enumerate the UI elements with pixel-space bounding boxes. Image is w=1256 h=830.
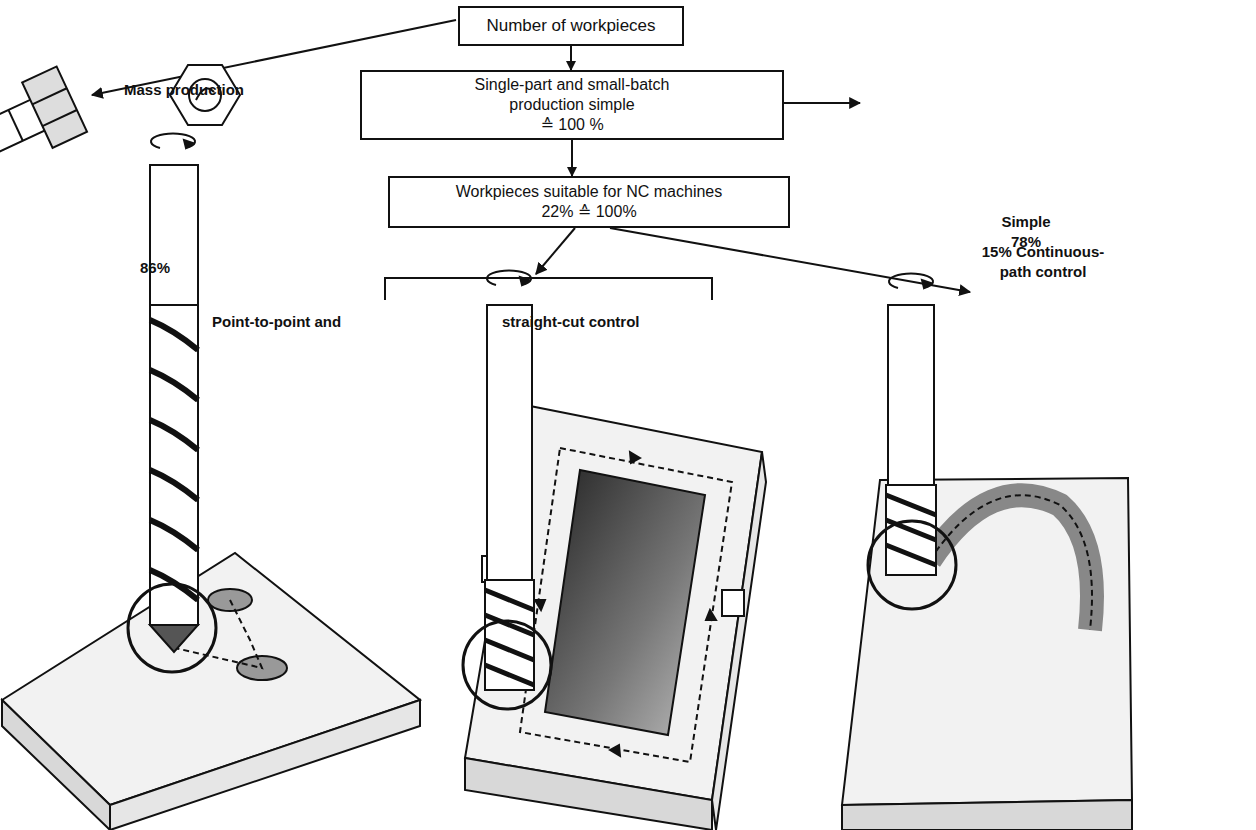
- process-box: Number of workpieces: [458, 6, 684, 46]
- box-text: ≙ 100 %: [540, 115, 603, 135]
- clamp-block: [722, 590, 744, 616]
- plate-side: [2, 700, 110, 830]
- pointer-arrow: [610, 228, 970, 292]
- detail-circle: [128, 584, 216, 672]
- detail-circle: [463, 621, 551, 709]
- end-mill: [868, 274, 956, 609]
- mill-flutes: [485, 580, 534, 690]
- bolt-head: [42, 110, 76, 126]
- box-text: 22% ≙ 100%: [541, 202, 636, 222]
- plate-top: [842, 478, 1132, 805]
- pointer-arrow: [536, 228, 575, 274]
- drill-bit: [128, 134, 216, 672]
- detail-circle: [868, 521, 956, 609]
- group-bracket: [385, 278, 712, 300]
- drill-flute: [150, 320, 198, 600]
- rotation-arrow: [922, 280, 931, 288]
- block-side: [712, 452, 766, 830]
- pointer-arrows: [92, 20, 970, 300]
- milled-pocket: [545, 470, 705, 735]
- bolt-head: [32, 88, 66, 104]
- box-text: Single-part and small-batch production s…: [447, 75, 697, 115]
- mill-shank: [888, 305, 934, 485]
- pointer-arrow: [784, 102, 860, 104]
- path-arrow: [535, 452, 716, 756]
- annotation-label: straight-cut control: [502, 312, 682, 332]
- drill-body: [150, 305, 198, 625]
- drill-shank: [150, 165, 198, 305]
- rotation-arrow: [151, 134, 195, 148]
- mill-flute: [886, 495, 936, 565]
- rotation-arrow: [520, 277, 529, 285]
- tool-path: [520, 448, 732, 762]
- bolt-shank: [8, 110, 22, 141]
- plate-side: [110, 700, 420, 830]
- drill-tip: [150, 625, 198, 652]
- flow-connector: [570, 46, 572, 70]
- contour-plate: [842, 478, 1132, 830]
- plate-side: [842, 800, 1132, 830]
- mill-shank: [487, 305, 532, 580]
- bolt-drawing: [0, 67, 87, 200]
- bolt-head: [22, 67, 87, 148]
- annotation-label: 86%: [140, 258, 200, 278]
- annotation-label: 15% Continuous-path control: [972, 242, 1114, 282]
- drilling-plate: [2, 553, 420, 830]
- mill-flute: [485, 590, 534, 685]
- box-text: Number of workpieces: [486, 16, 655, 36]
- rotation-arrow: [889, 274, 933, 288]
- annotation-label: Point-to-point and: [212, 312, 382, 332]
- mill-flutes: [886, 485, 936, 575]
- tool-path: [930, 495, 1092, 630]
- annotation-label: Mass production: [124, 80, 304, 100]
- curved-slot: [930, 495, 1092, 630]
- block-side: [465, 758, 712, 830]
- rotation-arrow: [184, 140, 193, 148]
- flow-connector: [571, 140, 573, 176]
- process-box: Workpieces suitable for NC machines22% ≙…: [388, 176, 790, 228]
- process-box: Single-part and small-batch production s…: [360, 70, 784, 140]
- rotation-arrow: [487, 271, 531, 285]
- end-mill: [463, 271, 551, 709]
- box-text: Workpieces suitable for NC machines: [456, 182, 722, 202]
